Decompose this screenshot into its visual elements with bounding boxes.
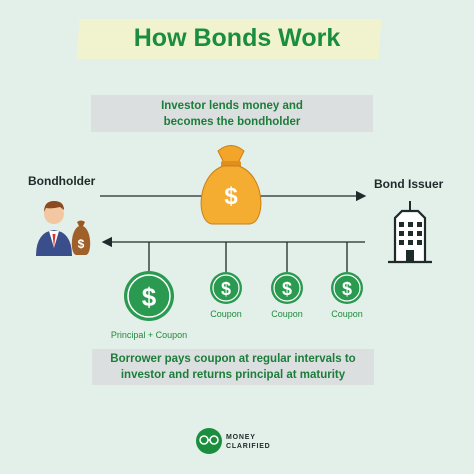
small-bag-dollar-sign: $ [78, 237, 85, 251]
page-title: How Bonds Work [133, 24, 341, 52]
payment-label-coupon: Coupon [210, 309, 242, 319]
bondholder-label: Bondholder [28, 174, 96, 188]
principal-coin-dollar: $ [142, 282, 157, 312]
repay-note-line-1: Borrower pays coupon at regular interval… [110, 353, 356, 365]
brand-name: MONEY CLARIFIED [226, 433, 271, 451]
money-bag-icon: $ [200, 145, 262, 225]
payment-label-principal: Principal + Coupon [110, 330, 188, 340]
office-building-icon [388, 201, 432, 264]
principal-coin-icon: $ [124, 271, 174, 321]
lend-note-line-1: Investor lends money and [161, 99, 303, 112]
coupon-coin-icon: $ [271, 272, 303, 304]
repay-note-line-2: investor and returns principal at maturi… [120, 369, 346, 381]
brand-line-1: MONEY [226, 434, 256, 441]
coupon-coin-dollar: $ [282, 279, 292, 299]
lend-note-line-2: becomes the bondholder [163, 115, 301, 128]
brand-line-2: CLARIFIED [226, 443, 271, 450]
coupon-coin-dollar: $ [342, 279, 352, 299]
bond-issuer-label: Bond Issuer [374, 177, 444, 191]
money-clarified-logo-icon [196, 428, 222, 454]
bondholder-avatar [36, 201, 72, 256]
repay-note: Borrower pays coupon at regular interval… [92, 349, 374, 385]
lend-note: Investor lends money and becomes the bon… [91, 95, 373, 132]
coupon-coin-dollar: $ [221, 279, 231, 299]
payment-label-coupon: Coupon [271, 309, 303, 319]
coupon-coin-icon: $ [331, 272, 363, 304]
payment-label-coupon: Coupon [331, 309, 363, 319]
coupon-coin-icon: $ [210, 272, 242, 304]
small-money-bag-icon: $ [71, 220, 91, 255]
bag-dollar-sign: $ [224, 183, 238, 210]
